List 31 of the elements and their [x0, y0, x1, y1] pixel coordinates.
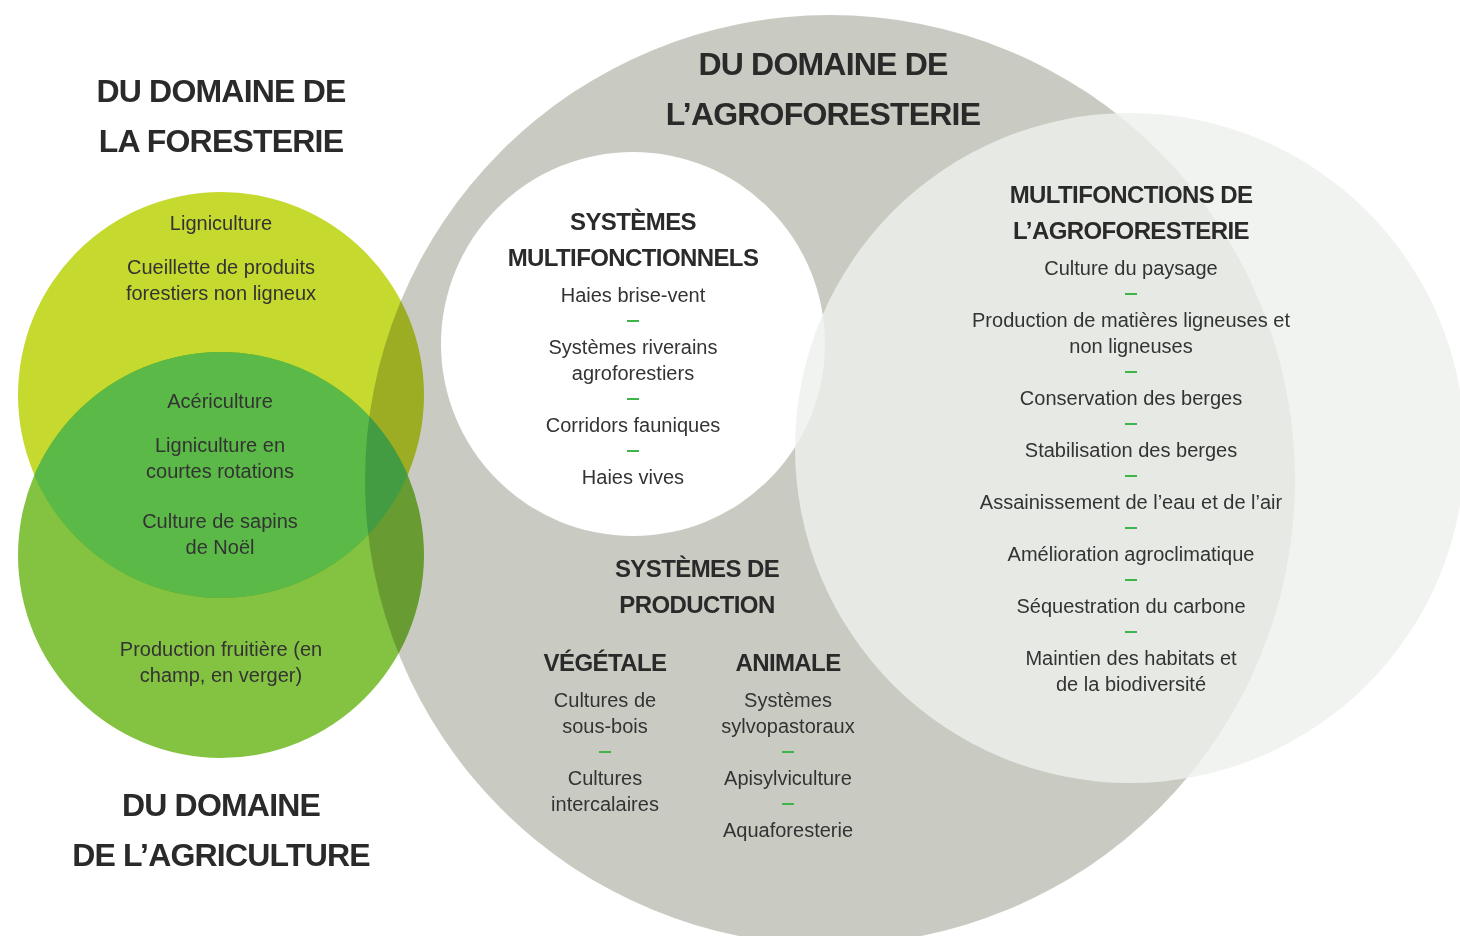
- item-text: Culture de sapins de Noël: [141, 509, 299, 560]
- item-text: Séquestration du carbone: [1016, 594, 1246, 619]
- section-heading: SYSTÈMES DE PRODUCTION: [613, 554, 781, 620]
- item-text: Acériculture: [166, 389, 274, 414]
- item-text: Cueillette de produits forestiers non ligneux: [124, 255, 318, 306]
- section-heading: VÉGÉTALE: [542, 648, 668, 678]
- item-text: Haies brise-vent: [560, 283, 706, 308]
- section-heading: MULTIFONCTIONS DE L’AGROFORESTERIE: [1008, 180, 1254, 246]
- item-text: Systèmes riverains agroforestiers: [547, 335, 719, 386]
- section-heading: ANIMALE: [734, 648, 842, 678]
- item-text: Production de matières ligneuses et non ligneuses: [971, 308, 1291, 359]
- item-text: Conservation des berges: [1019, 386, 1243, 411]
- item-text: Haies vives: [581, 465, 685, 490]
- item-text: Production fruitière (en champ, en verger): [118, 637, 324, 688]
- item-text: Amélioration agroclimatique: [1007, 542, 1255, 567]
- section-heading: DU DOMAINE DE L’AGROFORESTERIE: [664, 45, 982, 134]
- section-heading: SYSTÈMES MULTIFONCTIONNELS: [506, 207, 760, 273]
- item-text: Ligniculture en courtes rotations: [145, 433, 295, 484]
- item-text: Culture du paysage: [1044, 256, 1218, 281]
- item-text: Cultures intercalaires: [550, 766, 660, 817]
- item-text: Apisylviculture: [724, 766, 852, 791]
- item-text: Systèmes sylvopastoraux: [720, 688, 856, 739]
- item-text: Aquaforesterie: [722, 818, 854, 843]
- item-text: Stabilisation des berges: [1024, 438, 1238, 463]
- item-text: Cultures de sous-bois: [552, 688, 658, 739]
- item-text: Maintien des habitats et de la biodiversité: [1024, 646, 1238, 697]
- item-text: Corridors fauniques: [545, 413, 721, 438]
- item-text: Assainissement de l’eau et de l’air: [979, 490, 1283, 515]
- section-heading: DU DOMAINE DE LA FORESTERIE: [95, 72, 347, 161]
- section-heading: DU DOMAINE DE L’AGRICULTURE: [71, 786, 371, 875]
- item-text: Ligniculture: [169, 211, 273, 236]
